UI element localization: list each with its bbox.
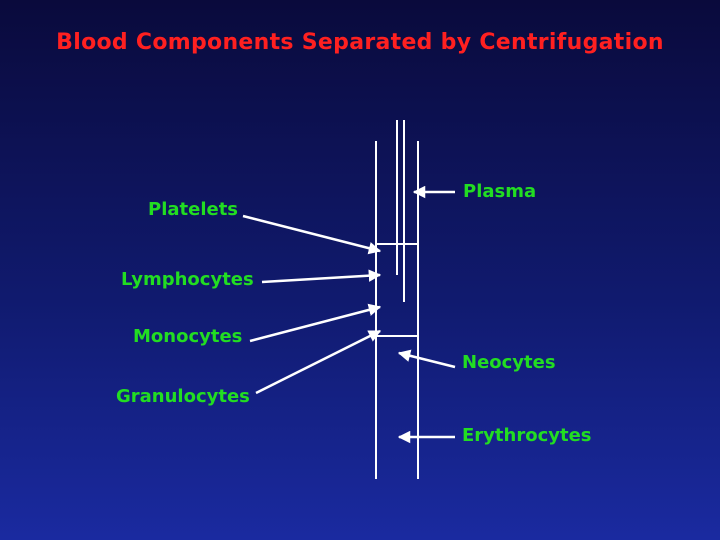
slide-title: Blood Components Separated by Centrifuga… bbox=[56, 30, 664, 55]
label-plasma: Plasma bbox=[463, 181, 537, 202]
label-lymphocytes: Lymphocytes bbox=[121, 269, 254, 290]
arrow-lymphocytes bbox=[261, 269, 382, 284]
arrow-neocytes bbox=[397, 349, 456, 369]
arrow-platelets bbox=[242, 214, 382, 255]
arrow-monocytes bbox=[249, 303, 382, 343]
label-erythrocytes: Erythrocytes bbox=[462, 425, 592, 446]
label-neocytes: Neocytes bbox=[462, 352, 556, 373]
label-granulocytes: Granulocytes bbox=[116, 386, 250, 407]
label-monocytes: Monocytes bbox=[133, 326, 243, 347]
label-platelets: Platelets bbox=[148, 199, 239, 220]
arrow-granulocytes bbox=[255, 329, 382, 395]
